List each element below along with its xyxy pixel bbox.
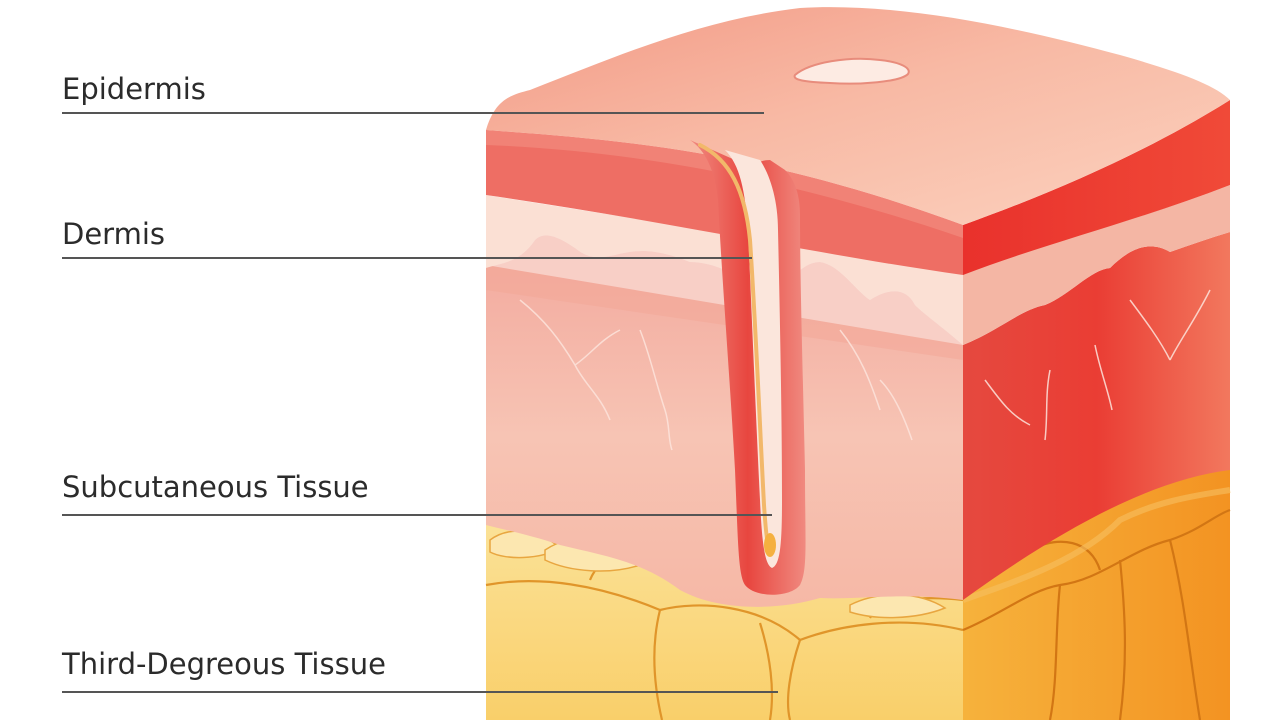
- epidermis-band-right: [963, 100, 1230, 275]
- label-third-degreous-tissue: Third-Degreous Tissue: [62, 647, 386, 681]
- leader-lines: [62, 112, 778, 693]
- label-dermis: Dermis: [62, 217, 166, 251]
- fat-layer-right: [963, 460, 1230, 720]
- label-subcutaneous-tissue: Subcutaneous Tissue: [62, 470, 369, 504]
- papillary-layer-right: [963, 185, 1230, 345]
- dermis-vessels: [519, 289, 1211, 451]
- papillary-layer-front: [486, 195, 963, 345]
- hair-bulb: [764, 533, 776, 557]
- fat-lobules-right: [962, 508, 1231, 720]
- label-epidermis: Epidermis: [62, 72, 206, 106]
- dermis-right: [963, 232, 1230, 600]
- hair-shaft: [698, 143, 772, 554]
- pore-opening: [793, 57, 910, 85]
- dermis-front: [486, 265, 963, 607]
- top-surface: [486, 7, 1230, 226]
- follicle-inner: [725, 150, 782, 568]
